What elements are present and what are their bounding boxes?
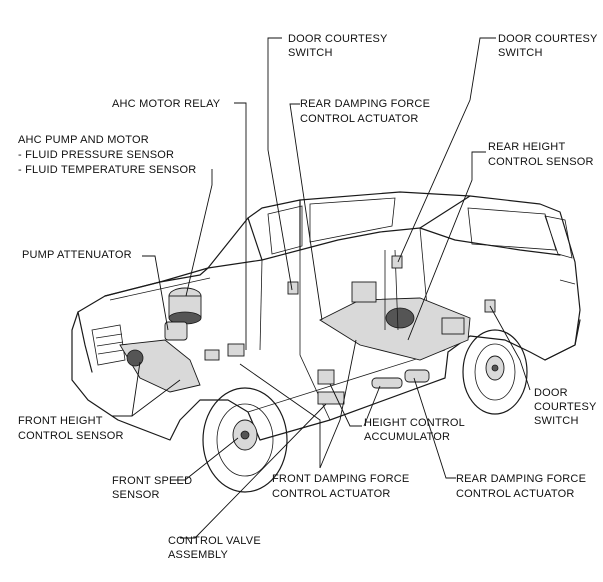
front-wheel <box>202 387 288 493</box>
vehicle-outline <box>71 191 581 441</box>
label-rear-damping-force-top: REAR DAMPING FORCE CONTROL ACTUATOR <box>300 98 433 125</box>
label-rear-height-control-sensor: REAR HEIGHT CONTROL SENSOR <box>488 141 594 168</box>
label-door-courtesy-switch-right: DOOR COURTESY SWITCH <box>498 33 601 59</box>
label-front-speed-sensor: FRONT SPEED SENSOR <box>112 475 196 501</box>
height-control-accumulator-part <box>317 369 430 389</box>
leader-lines <box>112 37 531 539</box>
label-control-valve-assembly: CONTROL VALVE ASSEMBLY <box>168 535 264 561</box>
label-door-courtesy-switch-top: DOOR COURTESY SWITCH <box>288 33 391 59</box>
rear-suspension-part <box>319 249 471 361</box>
label-front-damping-force: FRONT DAMPING FORCE CONTROL ACTUATOR <box>272 473 413 500</box>
label-front-height-control-sensor: FRONT HEIGHT CONTROL SENSOR <box>18 415 124 442</box>
front-suspension-part <box>119 339 245 393</box>
ahc-pump-and-motor-part <box>168 287 202 325</box>
callout-labels: DOOR COURTESY SWITCH DOOR COURTESY SWITC… <box>18 33 601 561</box>
label-ahc-motor-relay: AHC MOTOR RELAY <box>112 98 221 110</box>
control-valve-assembly-part <box>317 391 345 405</box>
label-height-control-accumulator: HEIGHT CONTROL ACCUMULATOR <box>364 417 468 443</box>
pump-attenuator-part <box>164 321 188 341</box>
label-ahc-pump-and-motor: AHC PUMP AND MOTOR - FLUID PRESSURE SENS… <box>18 134 196 176</box>
label-door-courtesy-switch-lower: DOOR COURTESY SWITCH <box>534 387 600 427</box>
label-pump-attenuator: PUMP ATTENUATOR <box>22 249 132 261</box>
rear-wheel <box>462 329 528 415</box>
label-rear-damping-force-bottom: REAR DAMPING FORCE CONTROL ACTUATOR <box>456 473 589 500</box>
